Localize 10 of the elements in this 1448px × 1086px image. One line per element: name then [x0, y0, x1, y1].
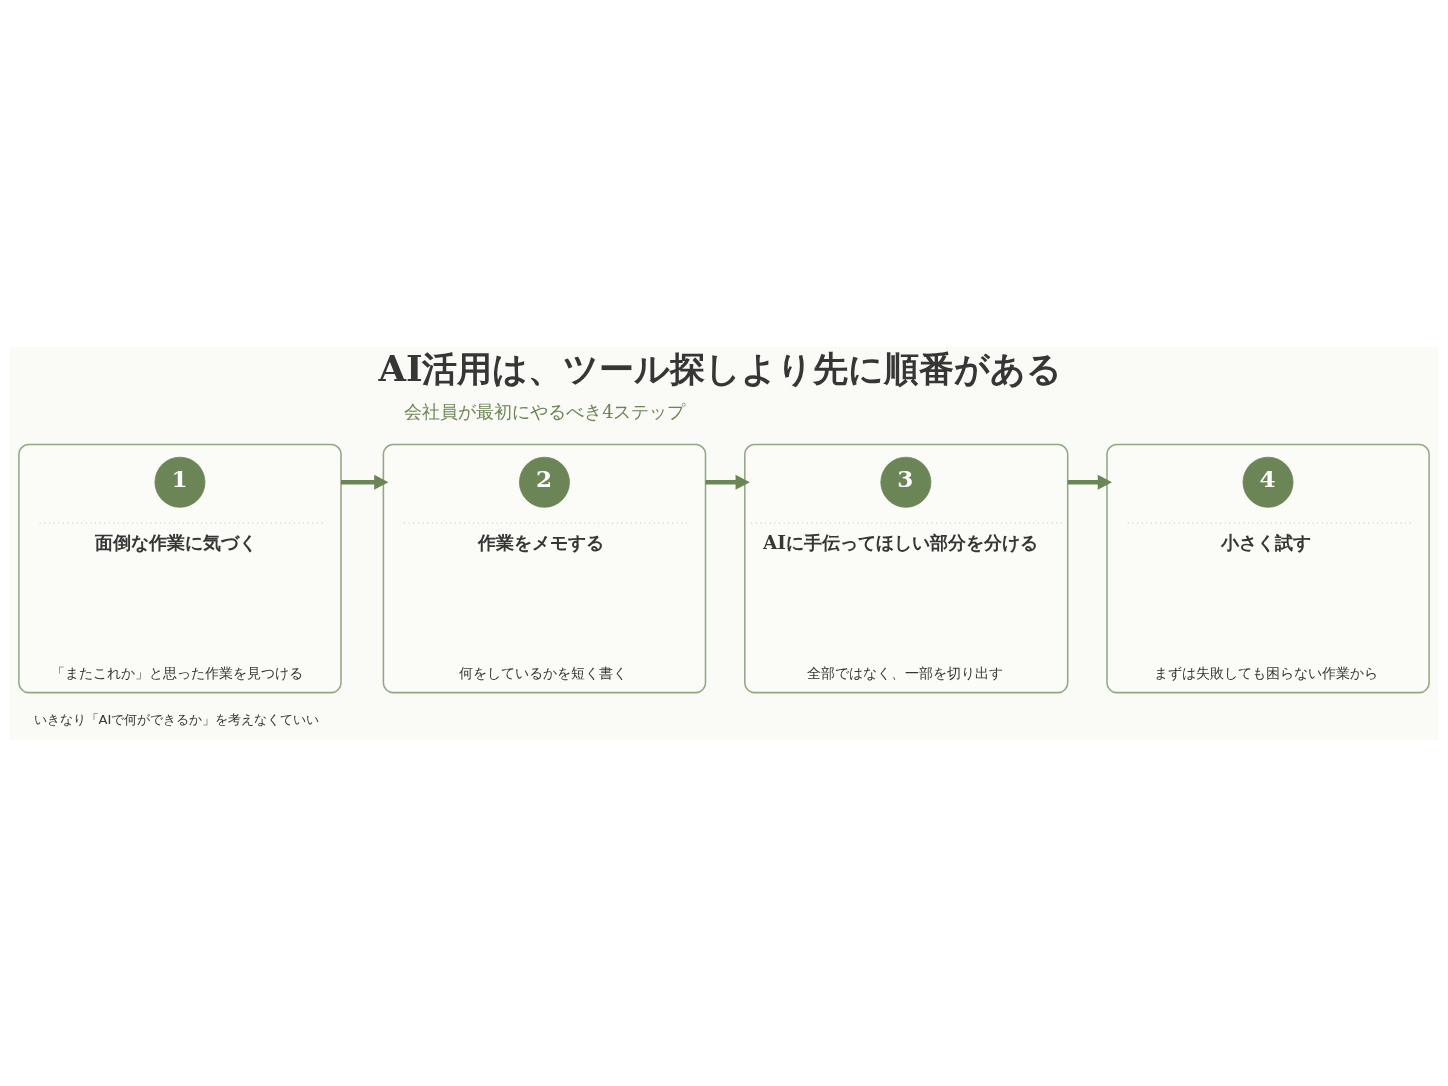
- node-circle: 1: [154, 456, 206, 508]
- label: 会社員が最初にやるべき4ステップ: [404, 401, 686, 422]
- node-circle: 2: [519, 456, 570, 508]
- arrow: [1067, 474, 1112, 490]
- arrow: [705, 474, 750, 490]
- diagram-title: AI活用は、ツール探しより先に順番がある: [378, 347, 1063, 389]
- node-circle: 4: [1242, 456, 1294, 508]
- label: いきなり「AIで何ができるか」を考えなくていい: [33, 711, 320, 727]
- arrow: [341, 474, 389, 490]
- node-circle: 3: [880, 456, 932, 508]
